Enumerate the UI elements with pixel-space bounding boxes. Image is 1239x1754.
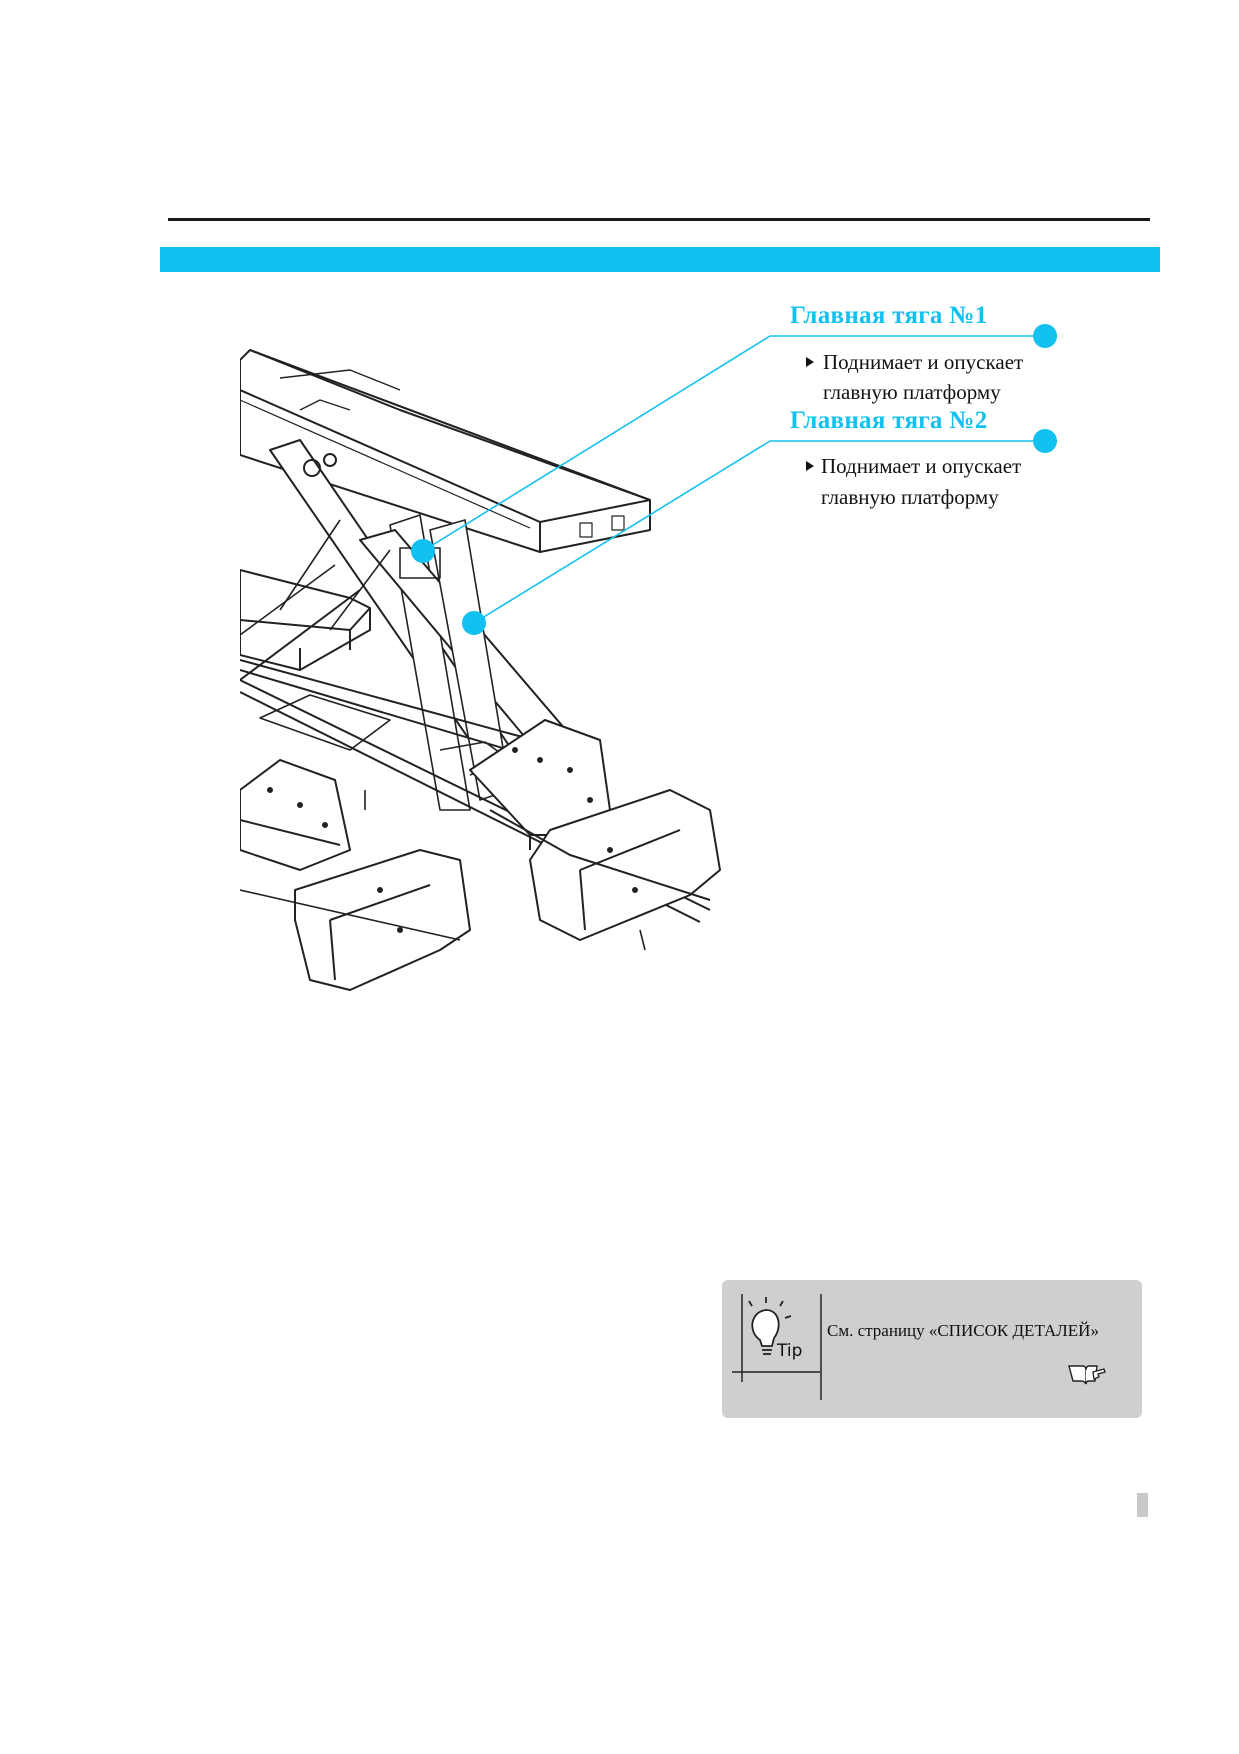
callout-dot-1-on-part xyxy=(411,539,435,563)
tip-box: Tip См. страницу «СПИСОК ДЕТАЛЕЙ» xyxy=(722,1280,1142,1418)
tip-badge: Tip xyxy=(732,1294,822,1400)
callout-description-line-1: Поднимает и опускает xyxy=(823,350,1024,374)
left-foot-plate xyxy=(240,759,471,991)
tip-text: См. страницу «СПИСОК ДЕТАЛЕЙ» xyxy=(827,1321,1099,1340)
callout-description-line-2: главную платформу xyxy=(823,380,1001,404)
bullet-icon xyxy=(806,357,814,367)
callout-dot-2-label xyxy=(1033,429,1057,453)
scissor-lift-diagram xyxy=(240,324,1057,991)
callout-title: Главная тяга №2 xyxy=(790,407,988,434)
leader-lines xyxy=(422,335,1045,624)
callout-dot-2-on-part xyxy=(462,611,486,635)
callout-description-line-1: Поднимает и опускает xyxy=(821,454,1022,478)
callout-title: Главная тяга №1 xyxy=(790,302,988,329)
book-pointer-icon xyxy=(1068,1365,1106,1385)
right-foot-plate xyxy=(469,719,721,951)
tip-label: Tip xyxy=(776,1341,802,1361)
scissor-arms xyxy=(240,439,601,836)
callout-dot-1-label xyxy=(1033,324,1057,348)
bullet-icon xyxy=(806,461,814,471)
lightbulb-icon xyxy=(748,1297,792,1355)
main-platform xyxy=(240,349,651,553)
page-number-marker xyxy=(1137,1493,1148,1517)
header-rule xyxy=(168,218,1150,221)
section-header-bar xyxy=(160,247,1160,272)
callout-description-line-2: главную платформу xyxy=(821,485,999,509)
